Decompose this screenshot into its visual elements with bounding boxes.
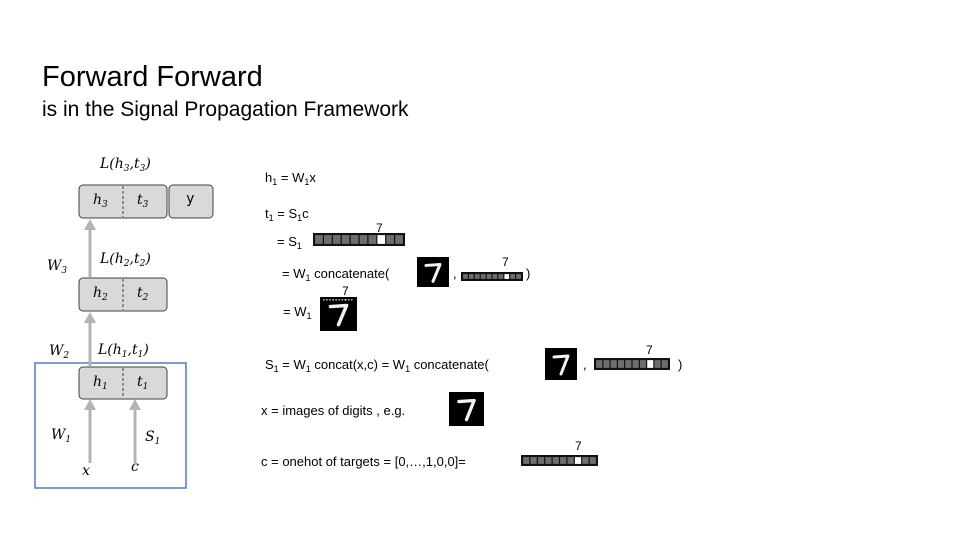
onehot-cell-hot: [574, 457, 582, 464]
concatenate-close-1: ): [526, 266, 531, 281]
loss-label-1: L(h1,t1): [98, 342, 149, 360]
concatenate-close-2: ): [678, 357, 683, 372]
input-x-label: x: [82, 463, 90, 479]
onehot-cell: [486, 274, 492, 279]
layer3-h-label: h3: [93, 192, 108, 210]
onehot-cell: [492, 274, 498, 279]
layer1-h-label: h1: [93, 374, 108, 392]
onehot-label-4: 7: [646, 343, 653, 357]
layer1-highlight-frame: [34, 362, 187, 489]
onehot-cell: [639, 360, 646, 368]
layer2-t-label: t2: [137, 285, 149, 303]
onehot-label-2: 7: [502, 255, 509, 269]
onehot-cell: [324, 235, 332, 244]
onehot-cell: [560, 457, 567, 464]
onehot-label-1: 7: [376, 221, 383, 235]
onehot-cell: [395, 235, 403, 244]
merged-digit-image: [320, 297, 357, 331]
digit-stroke: [552, 354, 570, 376]
onehot-vector-3: [594, 357, 670, 370]
onehot-cell: [469, 274, 474, 279]
equation-w1-merged: = W1: [283, 304, 312, 321]
equation-x-definition: x = images of digits , e.g.: [261, 403, 406, 418]
layer2-to-layer3-arrow: [84, 219, 96, 277]
onehot-cell: [530, 457, 537, 464]
onehot-cell: [386, 235, 394, 244]
onehot-cell: [545, 457, 552, 464]
weight-w2-label: W2: [49, 343, 70, 361]
digit-stroke: [328, 303, 349, 327]
digit-image-2: [545, 348, 577, 380]
page-title: Forward Forward: [42, 61, 263, 93]
digit-stroke: [424, 263, 442, 283]
page-subtitle: is in the Signal Propagation Framework: [42, 98, 409, 121]
concatenate-comma-1: ,: [453, 266, 457, 281]
weight-w1-label: W1: [51, 427, 72, 445]
loss-label-2: L(h2,t2): [100, 251, 151, 269]
input-c-label: c: [131, 459, 139, 475]
y-label: y: [186, 191, 195, 207]
x-to-h1-arrow: [84, 399, 96, 463]
onehot-cell: [332, 235, 341, 244]
onehot-cell: [523, 457, 530, 464]
onehot-cell: [589, 457, 596, 464]
equation-s1-concat: S1 = W1 concat(x,c) = W1 concatenate(: [265, 357, 489, 374]
concatenate-comma-2: ,: [583, 357, 587, 372]
onehot-cell: [537, 457, 545, 464]
equation-c-definition: c = onehot of targets = [0,…,1,0,0]=: [261, 454, 466, 469]
onehot-cell: [474, 274, 480, 279]
y-target-box: [168, 184, 214, 219]
onehot-cell: [516, 274, 521, 279]
onehot-vector-2: [461, 268, 523, 281]
loss-label-3: L(h3,t3): [100, 156, 151, 174]
weight-s1-label: S1: [145, 429, 161, 447]
layer3-t-label: t3: [137, 192, 149, 210]
onehot-cell: [359, 235, 368, 244]
layer1-to-layer2-arrow: [84, 312, 96, 366]
weight-w3-label: W3: [47, 258, 68, 276]
digit-image-3: [449, 392, 484, 426]
onehot-cell: [368, 235, 377, 244]
layer2-h-label: h2: [93, 285, 108, 303]
onehot-cell-hot: [647, 360, 654, 368]
layer1-t-label: t1: [137, 374, 149, 392]
onehot-cell-hot: [504, 274, 510, 279]
onehot-cell: [654, 360, 661, 368]
digit-image-1: [417, 257, 449, 287]
layer1-box: [78, 366, 168, 400]
onehot-cell: [618, 360, 625, 368]
onehot-cell: [625, 360, 632, 368]
onehot-cell: [552, 457, 559, 464]
layer3-box: [78, 184, 168, 219]
equation-s1-onehot: = S1: [277, 234, 302, 251]
c-to-t1-arrow: [129, 399, 141, 463]
onehot-cell: [510, 274, 515, 279]
onehot-label-5: 7: [575, 439, 582, 453]
equation-t1: t1 = S1c: [265, 206, 309, 223]
onehot-cell-hot: [377, 235, 386, 244]
onehot-cell: [315, 235, 323, 244]
onehot-cell: [498, 274, 504, 279]
onehot-cell: [341, 235, 350, 244]
onehot-vector-1: [313, 233, 405, 246]
onehot-cell: [632, 360, 639, 368]
digit-stroke: [457, 398, 476, 422]
onehot-cell: [480, 274, 486, 279]
onehot-vector-4: [521, 453, 598, 466]
onehot-cell: [350, 235, 359, 244]
onehot-cell: [610, 360, 617, 368]
onehot-cell: [463, 274, 468, 279]
equation-w1-concatenate: = W1 concatenate(: [282, 266, 390, 283]
onehot-cell: [596, 360, 603, 368]
onehot-label-3: 7: [342, 284, 349, 298]
equation-h1: h1 = W1x: [265, 170, 316, 187]
onehot-cell: [567, 457, 574, 464]
onehot-cell: [661, 360, 668, 368]
layer2-box: [78, 277, 168, 312]
onehot-cell: [582, 457, 589, 464]
onehot-cell: [603, 360, 610, 368]
